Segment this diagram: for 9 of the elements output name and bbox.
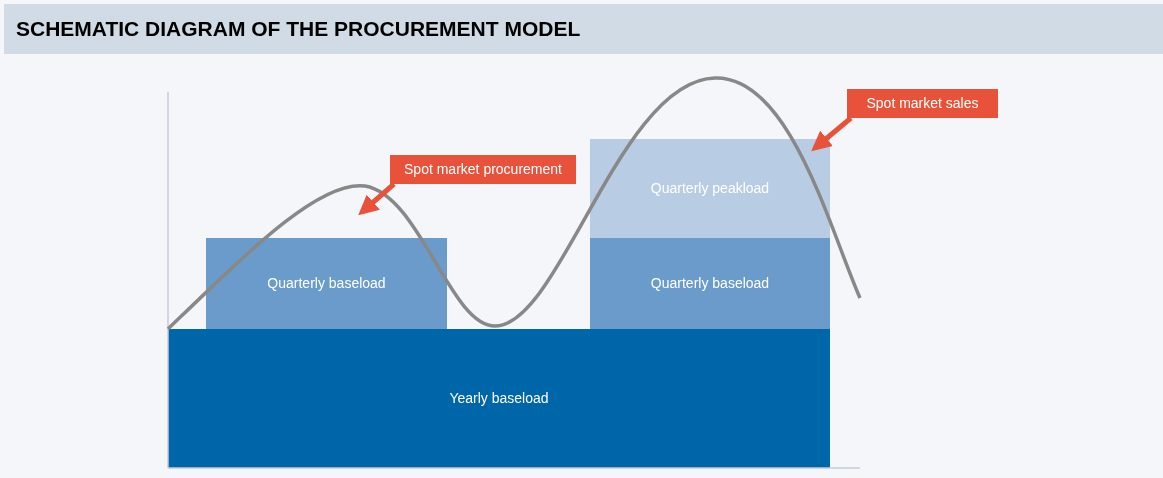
title: SCHEMATIC DIAGRAM OF THE PROCUREMENT MODEL [16, 16, 581, 43]
callout-label: Spot market procurement [390, 155, 576, 184]
peakload-block: Quarterly peakload [590, 139, 830, 238]
quarterly-block: Quarterly baseload [590, 238, 830, 329]
callout-label: Spot market sales [847, 89, 998, 118]
arrow [358, 182, 396, 216]
arrow [811, 116, 853, 152]
quarterly-block: Quarterly baseload [206, 238, 447, 329]
yearly-block: Yearly baseload [168, 329, 830, 468]
